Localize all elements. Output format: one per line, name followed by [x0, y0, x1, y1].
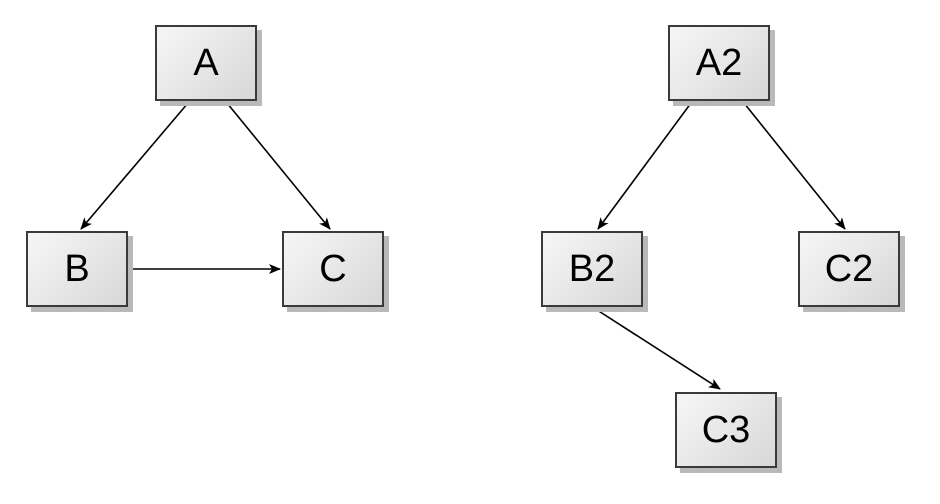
node-C-label: C	[319, 248, 347, 290]
node-B-label: B	[64, 248, 90, 290]
node-C3-label: C3	[701, 409, 751, 451]
node-B2-label: B2	[568, 248, 616, 290]
node-A[interactable]: A	[155, 25, 257, 101]
node-A2-label: A2	[695, 42, 743, 84]
edge-A2-to-C2[interactable]	[743, 102, 846, 230]
edge-B2-to-C3[interactable]	[593, 307, 721, 390]
edge-A-to-B[interactable]	[80, 102, 189, 230]
edge-A2-to-B2[interactable]	[597, 102, 692, 230]
node-C[interactable]: C	[282, 231, 384, 307]
node-C3[interactable]: C3	[675, 392, 777, 468]
edge-A-to-C[interactable]	[226, 102, 331, 230]
node-C2-label: C2	[824, 248, 874, 290]
node-B2[interactable]: B2	[541, 231, 643, 307]
node-A2[interactable]: A2	[668, 25, 770, 101]
node-B[interactable]: B	[26, 231, 128, 307]
node-A-label: A	[193, 42, 219, 84]
node-C2[interactable]: C2	[798, 231, 900, 307]
